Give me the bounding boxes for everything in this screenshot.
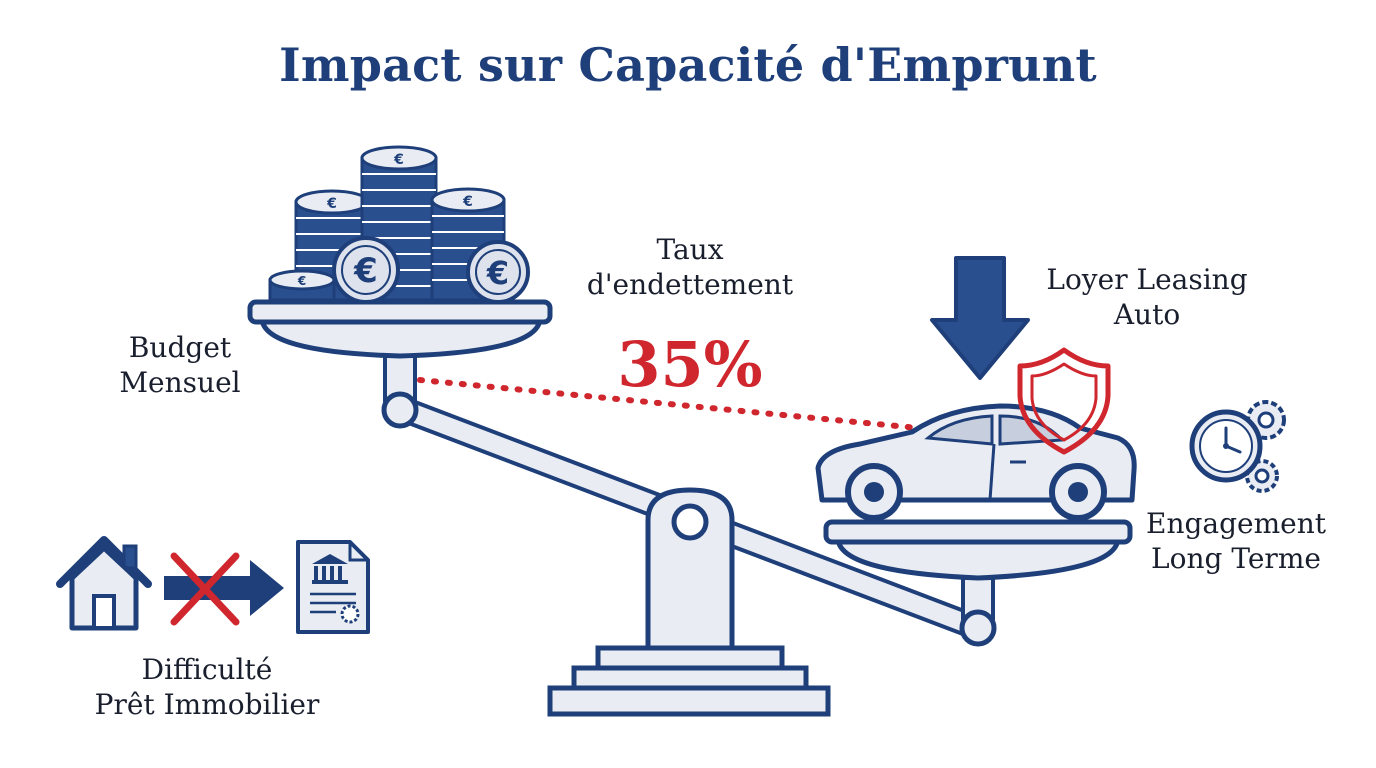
svg-text:€: € (297, 274, 306, 288)
leasing-label-line2: Auto (1113, 298, 1181, 331)
right-pan-hanger (959, 576, 997, 647)
ratio-value: 35% (617, 328, 763, 401)
engagement-label-line2: Long Terme (1151, 542, 1321, 575)
loan-label-line2: Prêt Immobilier (94, 688, 320, 721)
ratio-label-line1: Taux (656, 233, 724, 266)
leasing-label-line1: Loyer Leasing (1046, 263, 1248, 296)
ratio-label: Taux d'endettement (570, 232, 810, 302)
ratio-dotted-line (417, 377, 921, 431)
left-pan-hanger (381, 350, 419, 429)
svg-text:€: € (353, 251, 378, 291)
clock-icon (1189, 409, 1263, 483)
svg-text:€: € (393, 152, 404, 168)
house-icon (56, 536, 152, 631)
cross-icon (170, 552, 240, 626)
engagement-label: Engagement Long Terme (1136, 506, 1336, 576)
shield-icon (1017, 347, 1111, 455)
budget-label-line2: Mensuel (119, 366, 241, 399)
budget-label: Budget Mensuel (110, 330, 250, 400)
right-arrow-icon (164, 560, 284, 616)
budget-label-line1: Budget (128, 331, 232, 364)
scale-pillar (547, 487, 831, 717)
svg-text:€: € (462, 194, 473, 210)
engagement-label-line1: Engagement (1146, 507, 1326, 540)
diagram-title: Impact sur Capacité d'Emprunt (279, 38, 1097, 92)
car-icon (815, 403, 1137, 521)
ratio-label-line2: d'endettement (586, 268, 794, 301)
down-arrow-icon (930, 256, 1030, 380)
svg-text:€: € (326, 196, 337, 212)
euro-coin-stacks: € € (268, 145, 530, 304)
loan-label: Difficulté Prêt Immobilier (76, 652, 338, 722)
bank-document-icon (296, 540, 370, 634)
left-pan (247, 299, 553, 359)
right-pan (823, 519, 1133, 581)
loan-label-line1: Difficulté (141, 653, 273, 686)
leasing-label: Loyer Leasing Auto (1036, 262, 1258, 332)
svg-text:€: € (486, 254, 509, 292)
